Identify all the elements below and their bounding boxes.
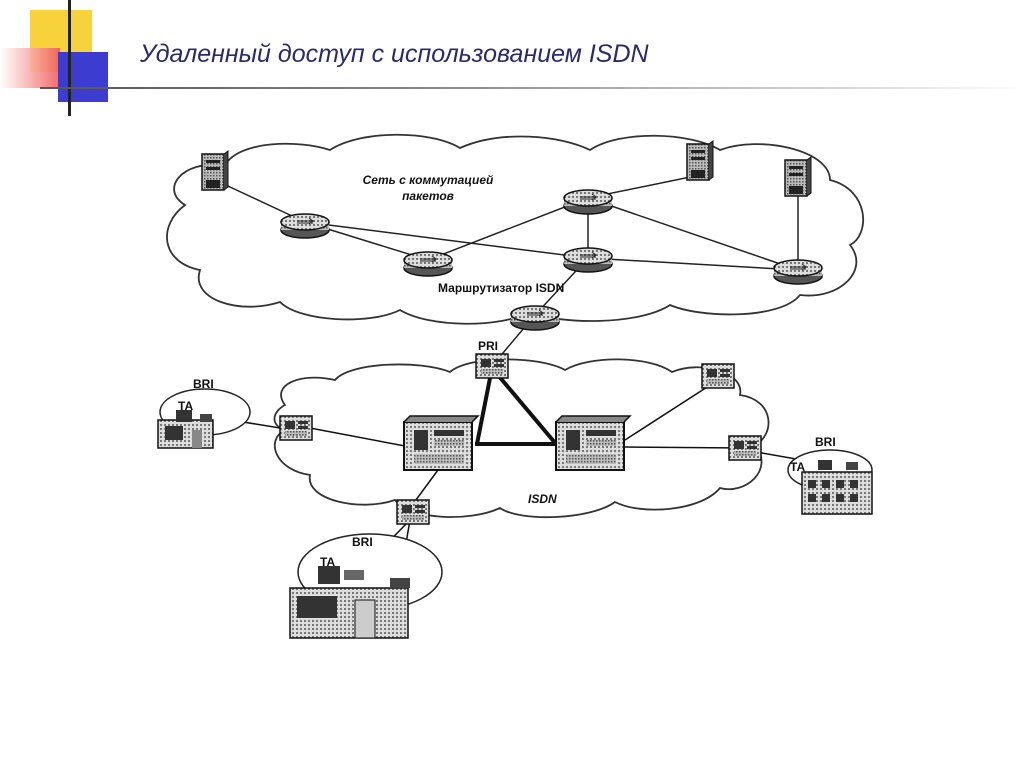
bri-right-label: BRI <box>815 435 836 449</box>
router-icon-4 <box>563 247 613 273</box>
isdn-cloud-label: ISDN <box>528 492 557 506</box>
packet-network-label-line2: пакетов <box>402 189 454 203</box>
router-icon-3 <box>563 189 613 215</box>
isdn-cloud <box>273 358 770 519</box>
isdn-router-label: Маршрутизатор ISDN <box>438 281 564 295</box>
bri-right-site <box>787 449 873 515</box>
bri-left-label: BRI <box>193 377 214 391</box>
bri-bottom-label: BRI <box>352 535 373 549</box>
deco-red-square <box>0 48 60 88</box>
pri-label: PRI <box>478 339 498 353</box>
nt-icon-right <box>728 435 762 461</box>
router-icon-1 <box>280 213 330 239</box>
bri-bottom-site <box>289 533 443 639</box>
pri-nt-icon <box>475 353 509 379</box>
isdn-switch-icon-right <box>555 415 631 471</box>
nt-icon-left <box>279 415 313 441</box>
deco-blue-square <box>58 52 108 102</box>
server-icon-2 <box>686 140 714 181</box>
slide-title: Удаленный доступ с использованием ISDN <box>140 40 649 68</box>
title-underline <box>40 87 1024 89</box>
router-icon-2 <box>403 251 453 277</box>
isdn-router-icon <box>510 305 560 331</box>
packet-network-cloud <box>166 133 864 325</box>
ta-right-label: TA <box>790 460 805 474</box>
ta-bottom-label: TA <box>320 555 335 569</box>
ta-left-label: TA <box>178 399 193 413</box>
nt-icon-bottom <box>396 499 430 525</box>
server-icon-1 <box>201 150 229 191</box>
bri-left-site <box>157 388 251 449</box>
nt-icon-top-right <box>701 363 735 389</box>
deco-vertical-line <box>68 0 71 116</box>
isdn-switch-icon-left <box>403 415 479 471</box>
router-icon-5 <box>773 259 823 285</box>
server-icon-3 <box>784 156 812 197</box>
packet-network-label-line1: Сеть с коммутацией <box>363 173 494 187</box>
